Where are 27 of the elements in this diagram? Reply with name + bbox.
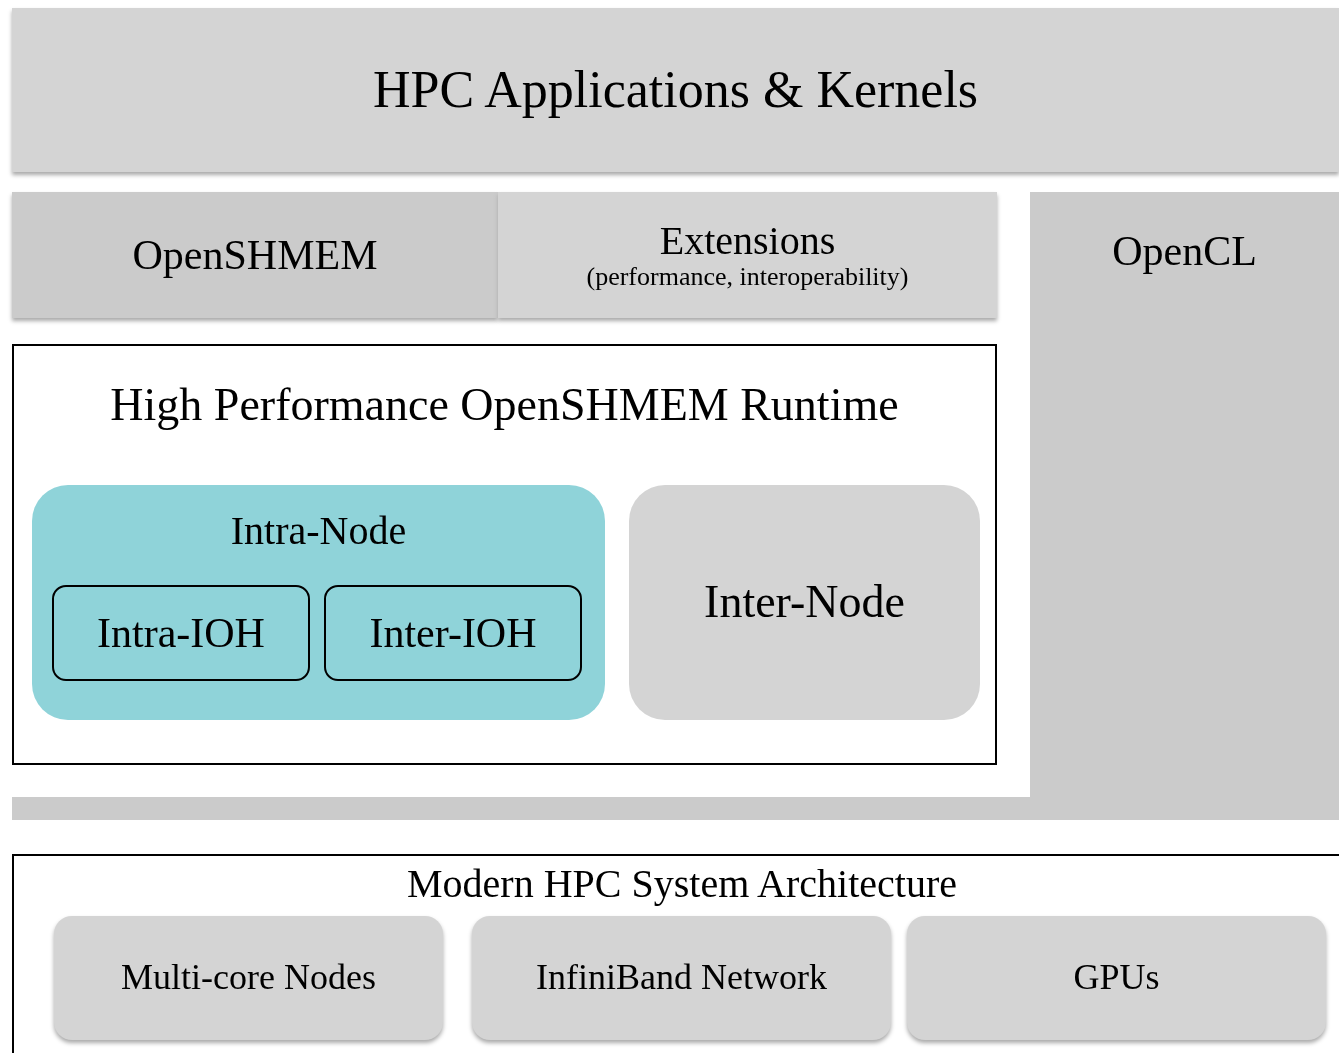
- runtime-box: [12, 344, 997, 765]
- hardware-box: [472, 916, 891, 1040]
- node-label: Modern HPC System Architecture: [407, 862, 957, 906]
- architecture-box: [12, 854, 1339, 1053]
- node-label: Intra-Node: [230, 509, 407, 553]
- node-label: HPC Applications & Kernels: [372, 61, 979, 119]
- node-label: Intra-IOH: [97, 609, 265, 657]
- hardware-box: [907, 916, 1326, 1040]
- layer-box: [12, 8, 1339, 172]
- node-label: Inter-IOH: [369, 609, 537, 657]
- node-label: Multi-core Nodes: [121, 958, 376, 998]
- node-label: Extensions: [659, 218, 836, 263]
- layer-box: [498, 192, 997, 318]
- node-label: InfiniBand Network: [536, 958, 827, 998]
- module-box: [32, 485, 605, 720]
- node-label: High Performance OpenSHMEM Runtime: [110, 380, 899, 431]
- node-label: GPUs: [1073, 958, 1160, 998]
- module-box: [324, 585, 582, 681]
- module-box: [52, 585, 310, 681]
- node-subtitle: (performance, interoperability): [586, 262, 909, 292]
- module-box: [629, 485, 980, 720]
- hardware-box: [54, 916, 443, 1040]
- layer-box: [12, 192, 498, 318]
- node-label: OpenSHMEM: [132, 231, 378, 279]
- node-label: Inter-Node: [704, 577, 905, 628]
- layer-column: [12, 192, 1339, 820]
- node-label: OpenCL: [1112, 228, 1257, 275]
